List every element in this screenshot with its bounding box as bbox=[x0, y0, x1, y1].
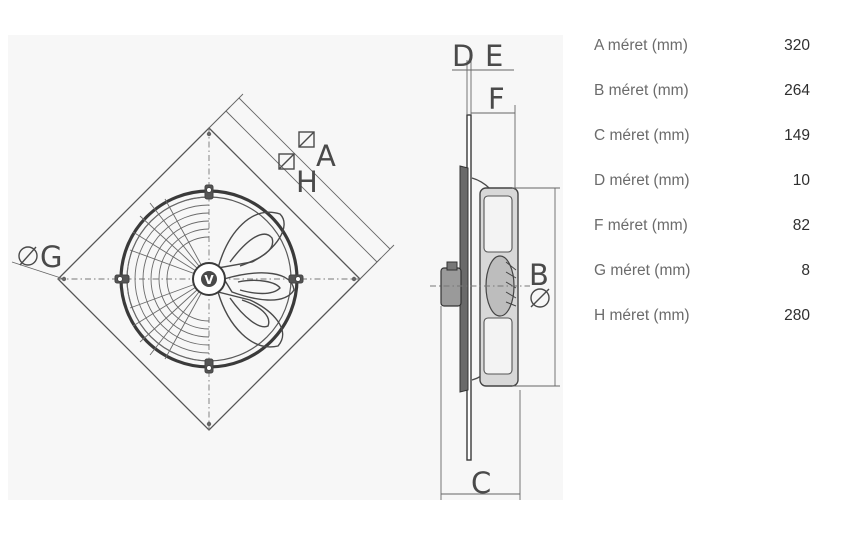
spec-label: D méret (mm) bbox=[594, 172, 690, 189]
spec-value: 280 bbox=[784, 307, 810, 324]
spec-row-g: G méret (mm) 8 bbox=[594, 262, 816, 284]
motor-hub-inner bbox=[201, 271, 217, 287]
label-h: H bbox=[296, 165, 318, 199]
spec-label: B méret (mm) bbox=[594, 82, 689, 99]
diameter-symbol-b bbox=[530, 288, 550, 308]
square-symbol-a bbox=[298, 131, 315, 148]
side-frame bbox=[459, 165, 469, 393]
spec-label: H méret (mm) bbox=[594, 307, 690, 324]
dimension-c bbox=[440, 306, 521, 500]
dimension-b bbox=[512, 187, 560, 387]
spec-value: 10 bbox=[792, 172, 810, 189]
spec-row-c: C méret (mm) 149 bbox=[594, 127, 816, 149]
spec-row-a: A méret (mm) 320 bbox=[594, 37, 816, 59]
label-f: F bbox=[488, 82, 505, 116]
fan-blades bbox=[216, 211, 295, 348]
label-b: B bbox=[529, 258, 549, 292]
dimension-h bbox=[208, 106, 382, 280]
spec-value: 320 bbox=[784, 37, 810, 54]
spec-label: A méret (mm) bbox=[594, 37, 688, 54]
corner-holes bbox=[61, 131, 357, 427]
dimension-f bbox=[471, 105, 516, 190]
mounting-brackets bbox=[114, 184, 304, 374]
side-terminal-cap bbox=[446, 261, 458, 271]
side-hub-ribs bbox=[505, 261, 517, 307]
diameter-symbol-g bbox=[18, 246, 38, 266]
wire-guard-grille bbox=[126, 196, 210, 362]
spec-value: 149 bbox=[784, 127, 810, 144]
label-a: A bbox=[316, 139, 336, 173]
spec-row-f: F méret (mm) 82 bbox=[594, 217, 816, 239]
label-g: G bbox=[40, 240, 62, 274]
spec-value: 82 bbox=[792, 217, 810, 234]
spec-label: F méret (mm) bbox=[594, 217, 688, 234]
spec-label: C méret (mm) bbox=[594, 127, 690, 144]
side-view: D E F B C bbox=[430, 39, 560, 500]
hub-logo: V bbox=[204, 273, 214, 287]
front-view: V bbox=[11, 93, 395, 431]
spec-row-d: D méret (mm) 10 bbox=[594, 172, 816, 194]
spec-label: G méret (mm) bbox=[594, 262, 691, 279]
side-blade-lower bbox=[483, 317, 513, 375]
spec-value: 8 bbox=[801, 262, 810, 279]
label-e: E bbox=[485, 39, 503, 73]
spec-row-h: H méret (mm) 280 bbox=[594, 307, 816, 329]
spec-row-b: B méret (mm) 264 bbox=[594, 82, 816, 104]
spec-value: 264 bbox=[784, 82, 810, 99]
label-c: C bbox=[471, 466, 491, 500]
dimension-d-e bbox=[452, 60, 514, 115]
side-blade-upper bbox=[483, 195, 513, 253]
square-symbol-h bbox=[278, 153, 295, 170]
label-d: D bbox=[452, 39, 474, 73]
